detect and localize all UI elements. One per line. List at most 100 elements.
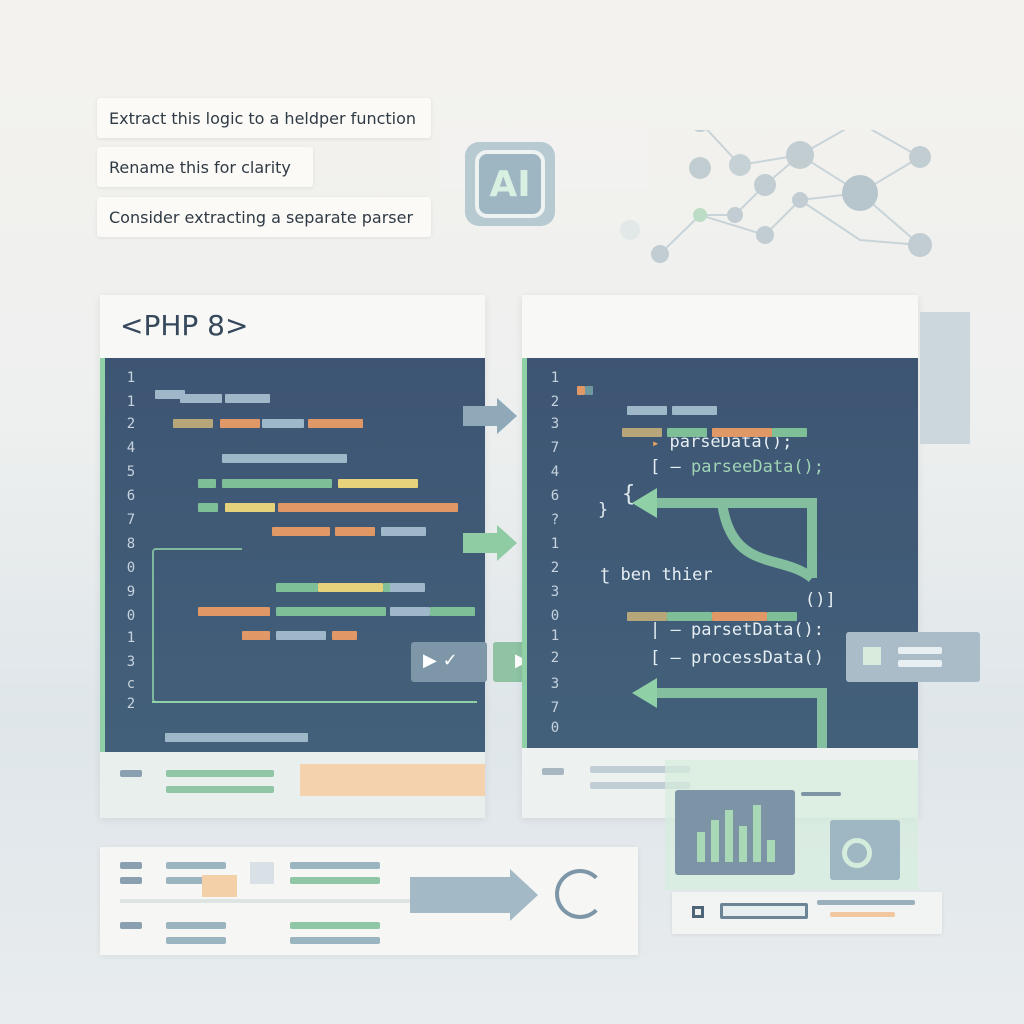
code-token [165,733,308,742]
code-token [390,583,425,592]
code-token [430,607,475,616]
line-number: 9 [126,584,136,600]
code-marker: ʈ [600,565,611,585]
gutter-accent [522,358,527,748]
code-text: parseeData(); [690,457,825,477]
run-button[interactable]: ▶ ✓ [411,642,487,682]
line-number: 5 [126,464,136,480]
code-token [278,503,458,512]
code-token [772,428,807,437]
code-token [155,390,185,399]
line-number: 2 [550,560,560,576]
line-number: 3 [550,416,560,432]
line-number: 0 [126,560,136,576]
code-token [338,479,418,488]
code-token [627,406,667,415]
code-marker: [ – [650,457,681,477]
line-number: 4 [550,464,560,480]
line-number: 3 [126,654,136,670]
code-token [390,607,430,616]
code-token [242,631,270,640]
code-token [276,631,326,640]
code-token [222,479,332,488]
line-number: 6 [550,488,560,504]
line-number: c [126,676,136,692]
code-token [381,527,426,536]
line-number: 4 [126,440,136,456]
bar-chart-icon [675,790,795,875]
code-token [276,607,386,616]
line-number: 7 [126,512,136,528]
line-number: 1 [126,394,136,410]
code-token [220,419,260,428]
code-text: ()] [805,590,836,610]
summary-card [100,847,638,955]
code-editor-refactored[interactable]: ▸ parseData(); [ – parseeData(); { } ʈ b… [522,358,918,763]
refresh-icon[interactable] [555,869,605,919]
line-number: 8 [126,536,136,552]
code-token [262,419,304,428]
code-marker: ▸ [652,436,660,450]
code-token [272,527,330,536]
code-token [198,607,270,616]
code-marker: [ – [650,648,681,668]
code-marker: | – [650,620,681,640]
gauge-icon [830,820,900,880]
code-token [672,406,717,415]
code-token [198,479,216,488]
progress-card [672,892,942,934]
code-text: parsetData(): [690,620,825,640]
suggestion-label: Rename this for clarity [109,157,291,177]
toggle-widget[interactable] [846,632,980,682]
line-number: 2 [550,394,560,410]
refactor-bracket [152,548,242,703]
code-token [667,612,712,621]
arrow-right-icon [497,398,517,434]
line-number: 0 [550,720,560,736]
connector-line [152,701,477,703]
code-token [585,386,593,395]
line-number: 2 [126,416,136,432]
code-token [180,394,222,403]
line-number: 6 [126,488,136,504]
line-number: 3 [550,676,560,692]
code-text: parseData(); [669,432,793,452]
code-text: ben thier [620,565,713,585]
line-number: 0 [126,608,136,624]
code-token [225,394,270,403]
side-card [920,312,970,444]
line-number: 3 [550,584,560,600]
arrow-right-icon [510,869,538,921]
line-number: 1 [126,630,136,646]
network-graph-icon [620,112,940,270]
highlight-bar [300,764,485,796]
dashboard-card [665,760,918,890]
code-token [335,527,375,536]
panel-footer [100,752,485,818]
code-token [712,428,772,437]
line-number: 2 [550,650,560,666]
line-number: 0 [550,608,560,624]
brace: } [598,500,609,520]
suggestion-rename[interactable]: Rename this for clarity [97,147,313,187]
refactored-panel: ▸ parseData(); [ – parseeData(); { } ʈ b… [522,295,918,818]
code-token [332,631,357,640]
arrow-right-icon [497,525,517,561]
suggestion-label: Extract this logic to a heldper function [109,108,417,128]
code-token [225,503,275,512]
ai-logo-icon: AI [475,150,545,218]
line-number: 1 [550,536,560,552]
suggestion-extract-helper[interactable]: Extract this logic to a heldper function [97,98,431,138]
code-text: processData() [690,648,825,668]
arrow-shaft [463,533,497,553]
brace: { [622,482,636,507]
panel-title: <PHP 8> [120,309,249,342]
suggestion-label: Consider extracting a separate parser [109,207,414,227]
progress-bar [720,903,808,919]
code-token [627,612,667,621]
code-token [222,454,347,463]
suggestion-extract-parser[interactable]: Consider extracting a separate parser [97,197,431,237]
code-token [667,428,707,437]
